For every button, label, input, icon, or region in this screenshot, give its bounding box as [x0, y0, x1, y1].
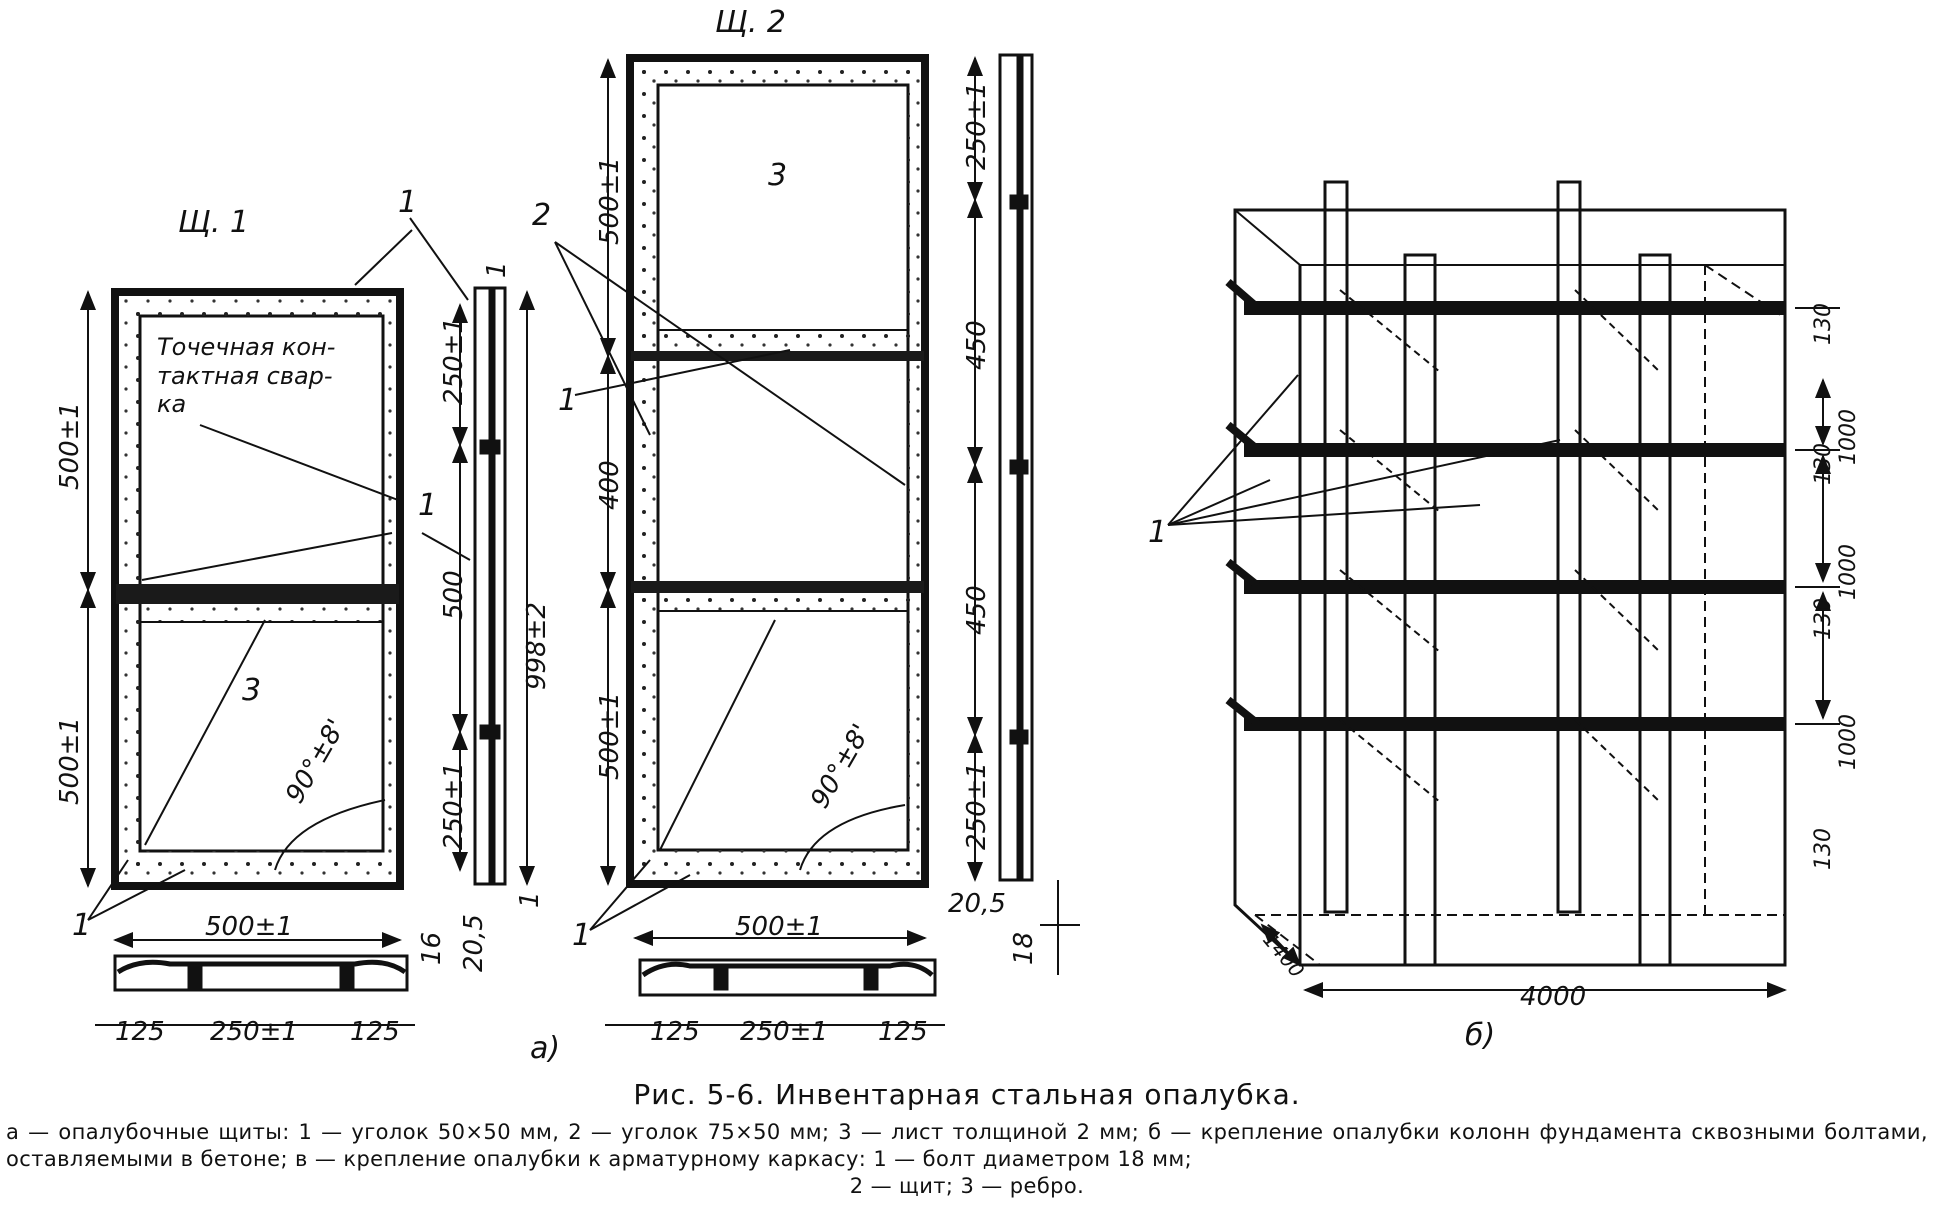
dim-s2-thk-205: 20,5 — [948, 889, 1006, 919]
dim-s1-side-250-bottom: 250±1 — [439, 762, 469, 850]
shield-2 — [554, 53, 1034, 997]
dim-s2-bottom-250: 250±1 — [740, 1017, 828, 1047]
dim-s1-gap-bottom: 1 — [515, 891, 545, 908]
shield-dimension-lines — [80, 56, 1080, 1026]
dim-b-1000-2: 1000 — [1836, 544, 1861, 600]
dim-s2-seg-500: 500±1 — [595, 157, 625, 245]
dim-b-130-4: 130 — [1811, 828, 1836, 870]
shield-1 — [87, 217, 507, 992]
dim-b-4000: 4000 — [1520, 982, 1586, 1012]
dim-s1-angle: 90°±8' — [280, 714, 352, 808]
callout-1-s2-bottom: 1 — [572, 918, 591, 953]
callout-3-s2: 3 — [768, 158, 787, 193]
figure-caption: Рис. 5-6. Инвентарная стальная опалубка.… — [0, 1078, 1934, 1200]
dim-s1-bottom-250: 250±1 — [210, 1017, 298, 1047]
dim-s1-total: 998±2 — [522, 602, 552, 690]
dim-s1-width: 500±1 — [205, 912, 293, 942]
callout-2-s2: 2 — [532, 198, 551, 233]
panel-b-label: б) — [1465, 1018, 1495, 1053]
dim-b-130-1: 130 — [1811, 303, 1836, 345]
weld-note-line-3: ка — [157, 390, 186, 418]
dim-s1-lower: 500±1 — [55, 717, 85, 805]
formwork-figure: Щ. 1 Щ. 2 Точечная кон- тактная свар- ка… — [55, 5, 1861, 1066]
shield-2-title: Щ. 2 — [715, 5, 786, 40]
callout-1-s1-top: 1 — [398, 185, 417, 220]
dim-s2-side-250-top: 250±1 — [962, 82, 992, 170]
dim-s2-side-250-bottom: 250±1 — [962, 762, 992, 850]
dim-s1-thk-205: 20,5 — [459, 914, 489, 972]
weld-note-line-1: Точечная кон- — [157, 333, 335, 361]
dim-s2-bottom-125-right: 125 — [878, 1017, 928, 1047]
callout-1-b: 1 — [1148, 515, 1167, 550]
panel-a-label: а) — [530, 1031, 560, 1066]
dim-s2-seg-400: 400 — [595, 460, 625, 510]
callout-3-s1: 3 — [242, 673, 261, 708]
dim-s1-bottom-125-left: 125 — [115, 1017, 165, 1047]
dim-s2-side-450-top: 450 — [962, 320, 992, 370]
caption-text: а — опалубочные щиты: 1 — уголок 50×50 м… — [6, 1119, 1928, 1200]
column-formwork-view — [1167, 180, 1840, 998]
dim-s2-seg-500-lower: 500±1 — [595, 692, 625, 780]
dim-s2-bottom-125-left: 125 — [650, 1017, 700, 1047]
weld-note-line-2: тактная свар- — [157, 362, 333, 390]
callout-1-s1-bottom: 1 — [72, 908, 91, 943]
dim-s1-thk-16: 16 — [417, 932, 447, 965]
caption-title: Рис. 5-6. Инвентарная стальная опалубка. — [633, 1078, 1301, 1111]
callout-1-s2-middle: 1 — [558, 383, 577, 418]
dim-s2-thk-18: 18 — [1009, 932, 1039, 965]
shield-1-title: Щ. 1 — [178, 205, 249, 240]
dim-s1-side-500: 500 — [439, 570, 469, 620]
dim-b-1400: 1400 — [1258, 928, 1309, 982]
dim-b-1000-1: 1000 — [1836, 409, 1861, 465]
dim-b-130-3: 130 — [1811, 598, 1836, 640]
callout-1-s1-middle: 1 — [418, 488, 437, 523]
dim-b-1000-3: 1000 — [1836, 714, 1861, 770]
caption-last-line: 2 — щит; 3 — ребро. — [849, 1174, 1085, 1198]
figure-labels: Щ. 1 Щ. 2 Точечная кон- тактная свар- ка… — [55, 5, 1861, 1066]
dim-s1-bottom-125-right: 125 — [350, 1017, 400, 1047]
dim-s1-upper: 500±1 — [55, 402, 85, 490]
dim-s1-gap-top: 1 — [482, 261, 512, 278]
dim-s2-angle: 90°±8' — [805, 719, 877, 813]
dim-s2-width: 500±1 — [735, 912, 823, 942]
caption-body: а — опалубочные щиты: 1 — уголок 50×50 м… — [6, 1120, 1928, 1171]
dim-s1-side-250-top: 250±1 — [439, 317, 469, 405]
dim-s2-side-450-bottom: 450 — [962, 585, 992, 635]
dim-b-130-2: 130 — [1811, 443, 1836, 485]
